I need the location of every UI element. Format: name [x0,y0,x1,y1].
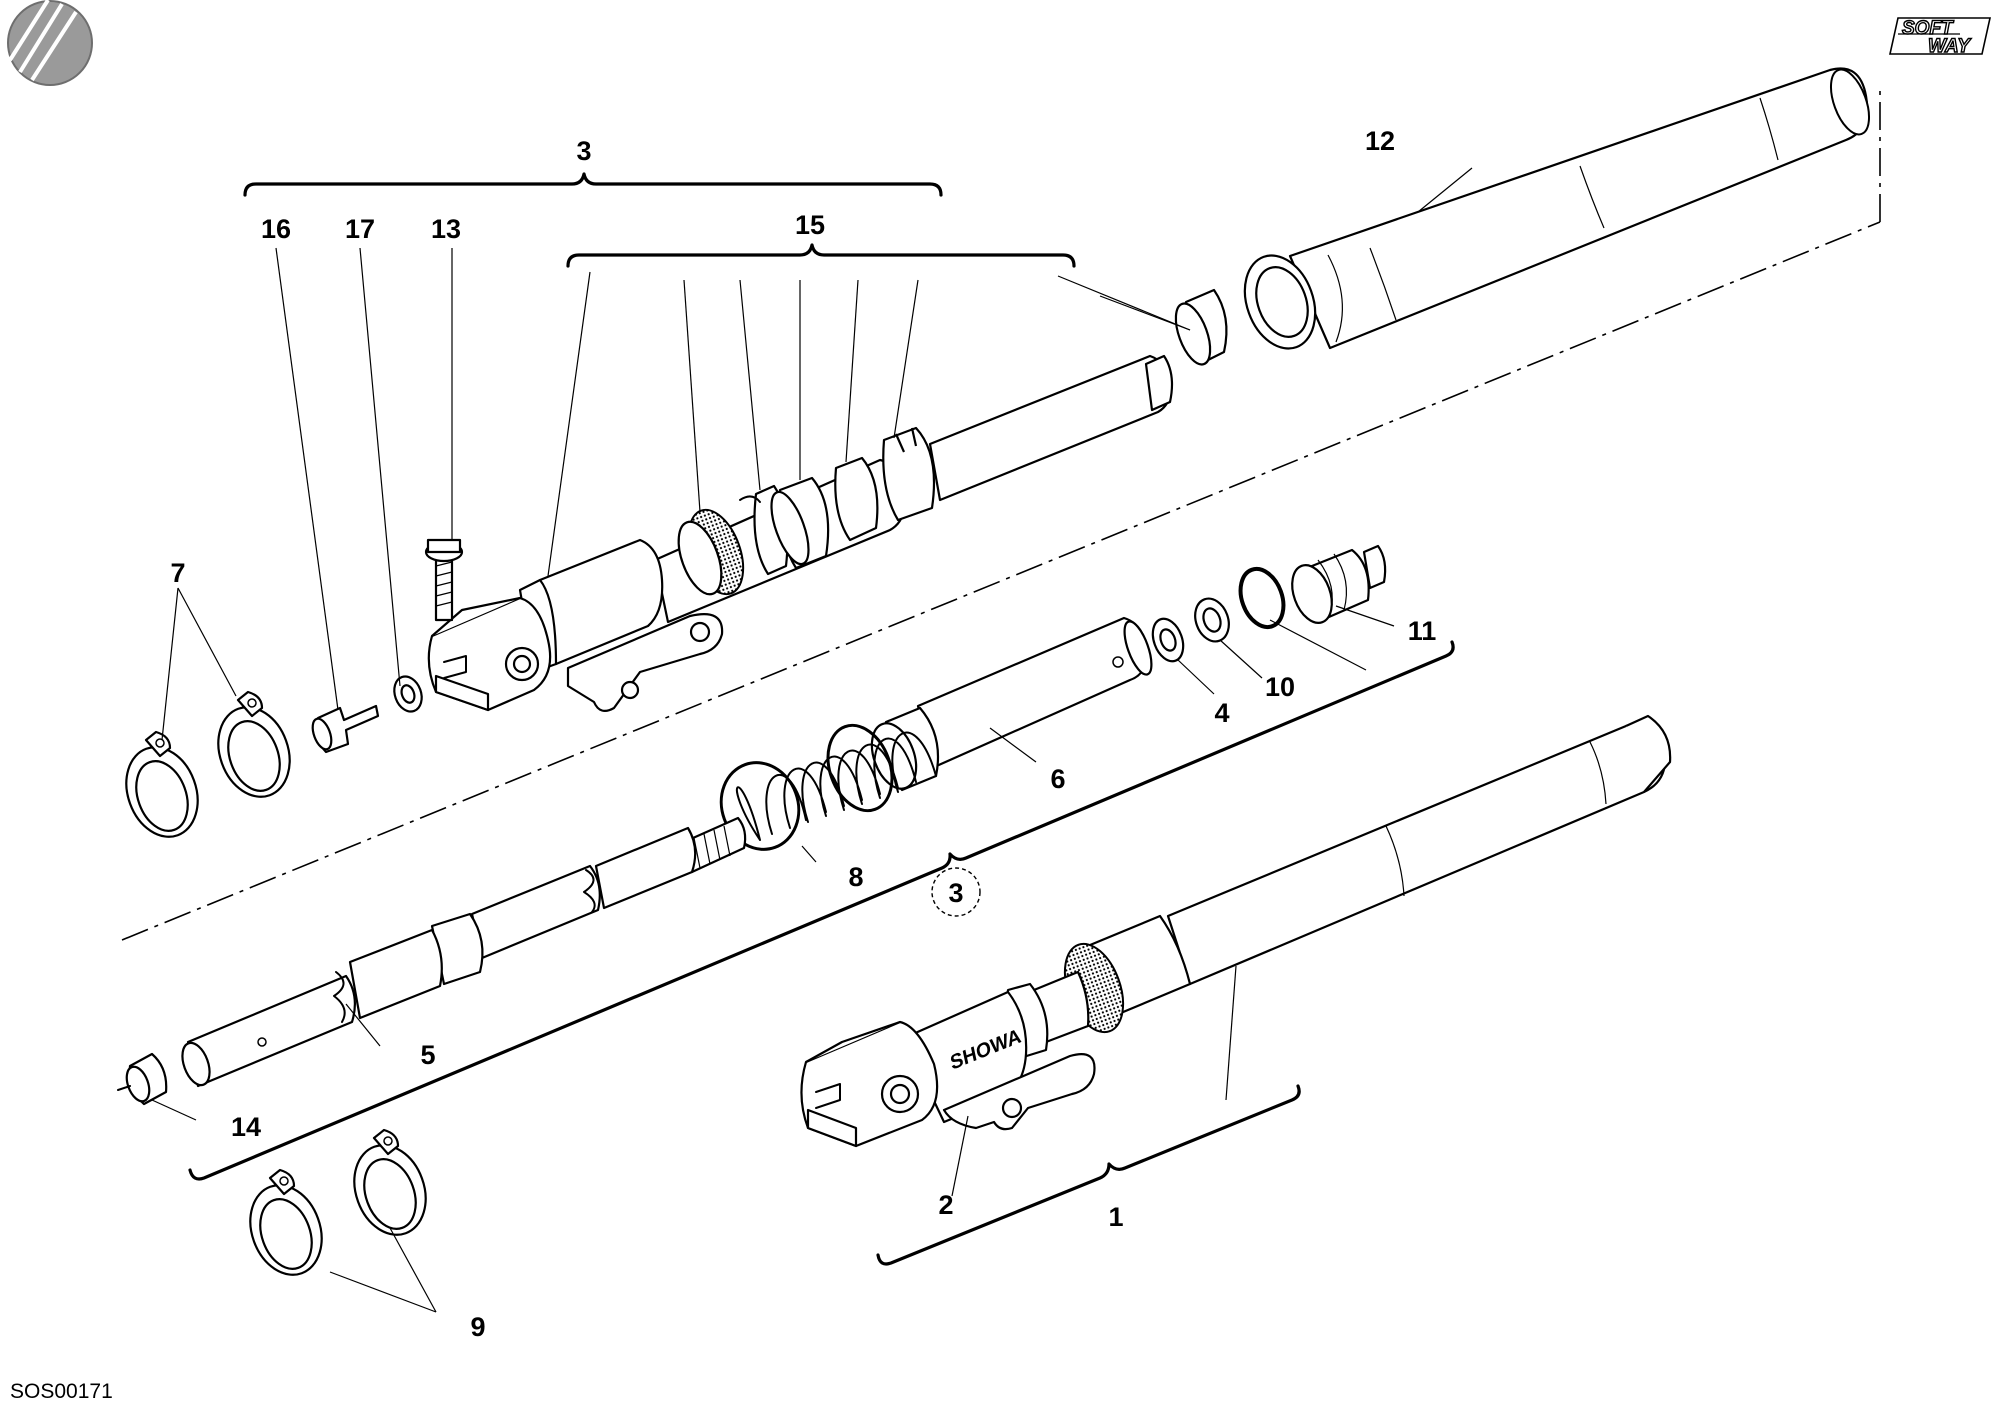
clamp-rings-7 [125,690,291,838]
callout-3-ref: 3 [948,878,963,908]
assembly-axis-line [121,221,1881,941]
svg-text:SOFT: SOFT [1902,18,1954,39]
callout-14: 14 [231,1112,261,1142]
outer-tube-12 [1243,67,1871,350]
damper-rod-5 [181,816,747,1088]
group-bracket-3-top [243,172,943,197]
cap-11 [1291,544,1387,624]
group-bracket-15 [566,243,1076,268]
callout-7: 7 [170,558,185,588]
svg-text:WAY: WAY [1928,36,1972,57]
ring-10 [1194,597,1230,643]
bleed-screw-16 [311,704,380,754]
callout-6: 6 [1050,764,1065,794]
drawing-code: SOS00171 [10,1380,113,1403]
callout-1: 1 [1108,1202,1123,1232]
spring-8 [719,723,937,851]
softway-logo: SOFT WAY [1889,17,1991,58]
tube-6 [870,616,1153,792]
leader-lines [151,167,1473,1313]
washer-17 [393,675,423,713]
guide-bushing [1174,288,1228,366]
callout-12: 12 [1365,126,1395,156]
callout-9: 9 [470,1312,485,1342]
callout-5: 5 [420,1040,435,1070]
seal-kit-15 [677,426,936,596]
group-bracket-1 [876,1084,1301,1266]
callout-3-top: 3 [576,136,591,166]
callout-13: 13 [431,214,461,244]
callout-4: 4 [1214,698,1229,728]
callout-15: 15 [795,210,825,240]
group-bracket-3-lower [188,640,1455,1181]
bolt-13 [424,538,464,622]
fork-assembly-1: SHOWA [800,714,1672,1148]
washer-4 [1151,617,1185,663]
callout-2: 2 [938,1190,953,1220]
corner-emblem-icon [7,0,93,86]
o-ring [1238,566,1286,630]
callout-11: 11 [1408,616,1437,646]
nut-14 [117,1052,168,1106]
clamp-rings-9 [249,1128,427,1276]
callout-labels: 3 16 17 13 15 12 7 4 10 11 6 8 3 5 14 2 … [170,126,1436,1342]
callout-8: 8 [848,862,863,892]
callout-16: 16 [261,214,291,244]
reference-circle-3 [931,867,981,917]
callout-10: 10 [1265,672,1295,702]
callout-17: 17 [345,214,375,244]
